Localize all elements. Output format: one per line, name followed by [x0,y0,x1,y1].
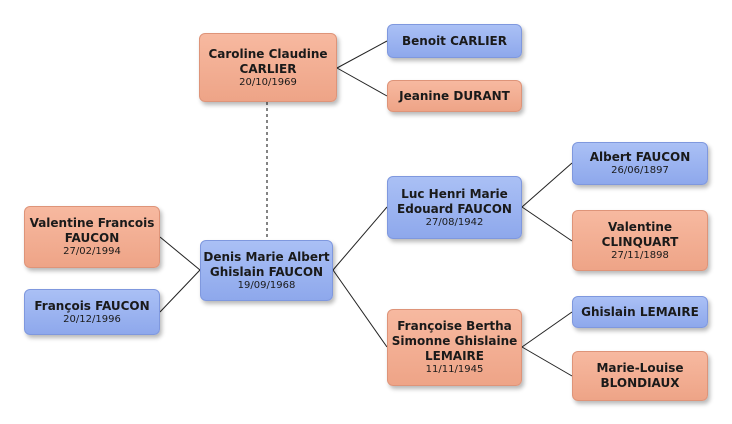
person-name: Ghislain LEMAIRE [581,304,699,319]
person-node-father[interactable]: Luc Henri Marie Edouard FAUCON 27/08/194… [387,176,522,239]
person-name: Luc Henri Marie Edouard FAUCON [397,186,512,216]
person-birthdate: 11/11/1945 [425,364,484,375]
person-name: Benoit CARLIER [402,33,507,48]
link-mother-mgf [521,311,573,348]
link-father-pgm [521,206,573,242]
person-name: Caroline Claudine CARLIER [208,46,328,76]
person-node-maternal-grandmother[interactable]: Marie-Louise BLONDIAUX [572,351,708,401]
person-node-paternal-grandmother[interactable]: Valentine CLINQUART 27/11/1898 [572,210,708,271]
link-root-mother [332,269,388,348]
link-spouse-father [336,40,388,69]
person-birthdate: 26/06/1897 [611,165,669,176]
person-node-root[interactable]: Denis Marie Albert Ghislain FAUCON 19/09… [200,240,333,301]
person-node-child-1[interactable]: Valentine Francois FAUCON 27/02/1994 [24,206,160,268]
person-birthdate: 19/09/1968 [237,279,296,291]
person-name: Valentine CLINQUART [601,219,679,249]
link-father-pgf [521,162,573,208]
person-name: Françoise Bertha Simonne Ghislaine LEMAI… [391,319,518,363]
person-name: François FAUCON [34,298,150,313]
person-node-child-2[interactable]: François FAUCON 20/12/1996 [24,289,160,335]
person-name: Jeanine DURANT [399,88,510,103]
person-node-paternal-grandfather[interactable]: Albert FAUCON 26/06/1897 [572,142,708,185]
link-child1 [159,236,201,271]
link-spouse-mother [336,67,388,97]
person-name: Marie-Louise BLONDIAUX [596,361,684,390]
person-name: Denis Marie Albert Ghislain FAUCON [203,249,330,279]
link-root-father [332,206,388,271]
person-birthdate: 20/12/1996 [63,313,121,325]
person-node-spouse-mother[interactable]: Jeanine DURANT [387,80,522,112]
link-child2 [159,269,201,313]
person-node-maternal-grandfather[interactable]: Ghislain LEMAIRE [572,296,708,328]
link-mother-mgm [521,346,573,377]
person-birthdate: 27/08/1942 [425,216,484,228]
person-node-mother[interactable]: Françoise Bertha Simonne Ghislaine LEMAI… [387,309,522,386]
person-name: Valentine Francois FAUCON [29,216,155,245]
person-name: Albert FAUCON [589,150,691,164]
person-node-spouse-father[interactable]: Benoit CARLIER [387,24,522,58]
person-birthdate: 27/11/1898 [611,249,669,261]
person-birthdate: 20/10/1969 [239,76,297,88]
person-birthdate: 27/02/1994 [63,246,121,257]
person-node-spouse[interactable]: Caroline Claudine CARLIER 20/10/1969 [199,33,337,102]
